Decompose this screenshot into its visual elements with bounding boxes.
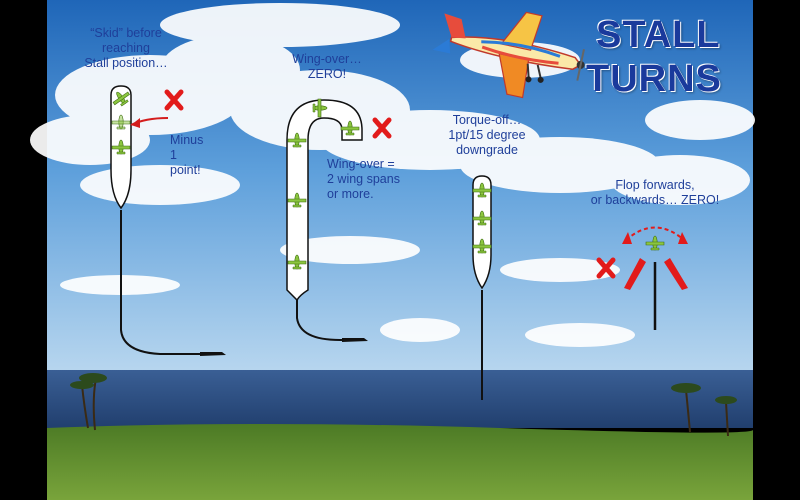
- skid-maneuver: [109, 85, 226, 356]
- minus-label-line-2: 1: [170, 148, 177, 162]
- sea: [47, 370, 753, 428]
- wingover-def-line-3: or more.: [327, 187, 374, 201]
- wingover-maneuver: [286, 98, 389, 342]
- flop-maneuver: [599, 226, 688, 330]
- wingover-zero-line-1: Wing-over…: [292, 52, 362, 66]
- minus-label-line-3: point!: [170, 163, 201, 177]
- title-line-1: STALL: [596, 14, 721, 56]
- skid-label-line-2: reaching: [102, 41, 150, 55]
- torque-line-3: downgrade: [456, 143, 518, 157]
- flop-line-2: or backwards… ZERO!: [590, 193, 720, 207]
- torque-off-label: Torque-off… 1pt/15 degree downgrade: [432, 113, 542, 158]
- skid-label: “Skid” before reaching Stall position…: [76, 26, 176, 71]
- red-arrow-icon: [624, 258, 646, 290]
- flop-line-1: Flop forwards,: [615, 178, 695, 192]
- skid-label-line-3: Stall position…: [84, 56, 168, 70]
- red-arrow-icon: [664, 258, 688, 290]
- wingover-definition-label: Wing-over = 2 wing spans or more.: [327, 157, 400, 202]
- airplane-icon: [432, 11, 585, 99]
- minus-point-label: Minus 1 point!: [170, 133, 203, 178]
- title-line-2: TURNS: [586, 58, 722, 100]
- grass: [47, 424, 753, 500]
- torque-off-maneuver: [472, 175, 492, 400]
- torque-line-2: 1pt/15 degree: [448, 128, 526, 142]
- flop-label: Flop forwards, or backwards… ZERO!: [580, 178, 730, 208]
- skid-label-line-1: “Skid” before: [90, 26, 162, 40]
- wingover-zero-label: Wing-over… ZERO!: [282, 52, 372, 82]
- torque-line-1: Torque-off…: [452, 113, 522, 127]
- wingover-def-line-1: Wing-over =: [327, 157, 395, 171]
- wingover-zero-line-2: ZERO!: [307, 67, 347, 81]
- minus-label-line-1: Minus: [170, 133, 204, 147]
- wingover-def-line-2: 2 wing spans: [327, 172, 400, 186]
